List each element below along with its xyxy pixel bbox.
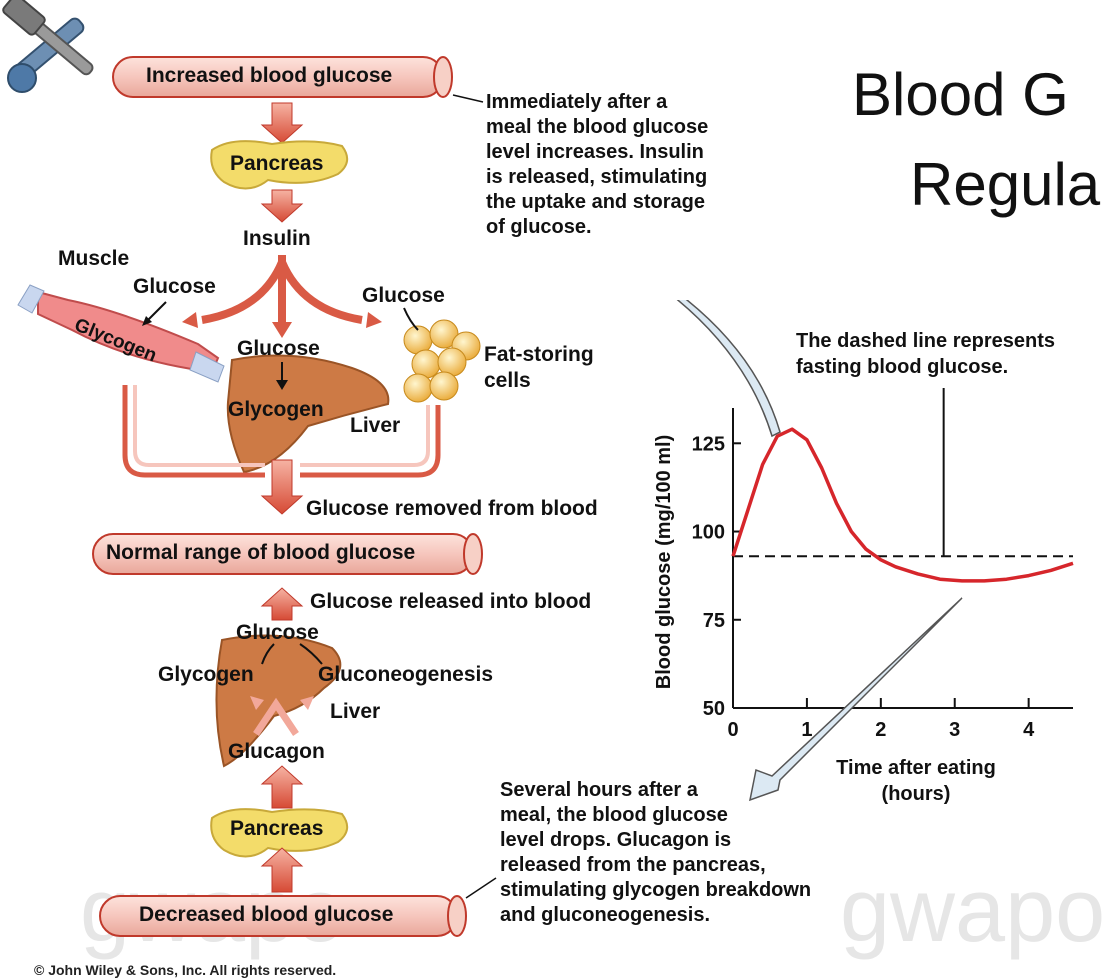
pancreas-top-label: Pancreas — [230, 152, 324, 175]
x-tick-label: 2 — [875, 719, 886, 741]
glycogen-bottom-label: Glycogen — [158, 663, 254, 686]
watermark-right: gwapo — [840, 861, 1106, 961]
pancreas-top-shape — [210, 140, 349, 190]
note-after-meal: Immediately after a meal the blood gluco… — [486, 91, 709, 238]
vessel-normal-label: Normal range of blood glucose — [106, 541, 416, 564]
vessel-normal — [92, 533, 483, 575]
glucose-removed-label: Glucose removed from blood — [306, 497, 598, 520]
glycogen-liver-label: Glycogen — [228, 398, 324, 421]
x-tick-label: 3 — [949, 719, 960, 741]
note-hours-after: Several hours after a meal, the blood gl… — [500, 779, 812, 926]
vessel-increased-label: Increased blood glucose — [146, 64, 393, 87]
glucagon-label: Glucagon — [228, 740, 325, 763]
muscle-label: Muscle — [58, 247, 130, 270]
copyright: © John Wiley & Sons, Inc. All rights res… — [34, 962, 337, 978]
tools-icon[interactable] — [0, 0, 110, 100]
glucose-fat-label: Glucose — [362, 284, 445, 307]
title-line-1: Blood G — [852, 61, 1069, 128]
callout-arrow-top — [676, 300, 781, 438]
liver-top-label: Liver — [350, 414, 401, 437]
y-tick-label: 75 — [703, 610, 725, 632]
pancreas-bottom-label: Pancreas — [230, 817, 324, 840]
x-tick-label: 0 — [727, 719, 738, 741]
vessel-decreased-label: Decreased blood glucose — [139, 903, 394, 926]
liver-bottom-shape — [215, 634, 342, 768]
vessel-increased — [112, 56, 453, 98]
glucose-curve-0 — [731, 427, 1074, 583]
fat-cells-shape — [403, 319, 481, 403]
fat-cells-label: Fat-storing cells — [484, 343, 594, 392]
y-axis-label: Blood glucose (mg/100 ml) — [653, 435, 675, 689]
insulin-label: Insulin — [243, 227, 311, 250]
gluconeogenesis-label: Gluconeogenesis — [318, 663, 494, 686]
title-line-2: Regula — [910, 151, 1101, 218]
y-tick-label: 125 — [692, 433, 725, 455]
regulation-diagram — [17, 56, 497, 937]
x-axis-label: (hours) — [882, 783, 951, 805]
glucose-bottom-label: Glucose — [236, 621, 319, 644]
glucose-liver-label: Glucose — [237, 337, 320, 360]
x-tick-label: 4 — [1023, 719, 1035, 741]
glucose-released-label: Glucose released into blood — [310, 590, 592, 613]
liver-bottom-label: Liver — [330, 700, 381, 723]
y-tick-label: 50 — [703, 698, 725, 720]
x-axis-label: Time after eating — [836, 757, 996, 779]
glucose-muscle-label: Glucose — [133, 275, 216, 298]
x-tick-label: 1 — [801, 719, 812, 741]
y-tick-label: 100 — [692, 522, 725, 544]
vessel-decreased — [99, 895, 467, 937]
callout-arrow-bottom — [749, 597, 963, 802]
pancreas-bottom-shape — [210, 808, 349, 858]
note-dashed-line: The dashed line represents fasting blood… — [796, 330, 1055, 378]
muscle-shape — [17, 284, 225, 383]
